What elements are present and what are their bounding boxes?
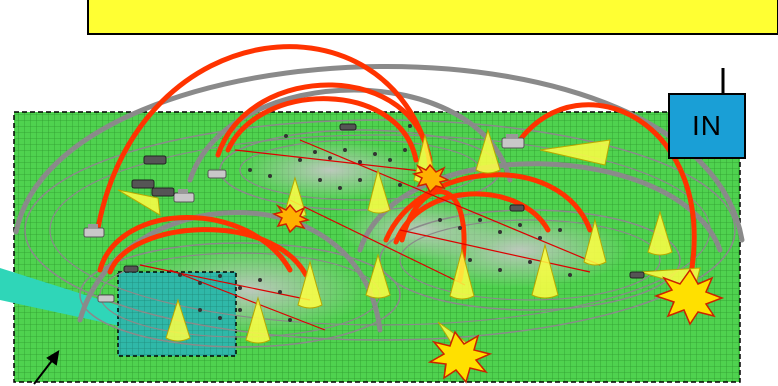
vehicle-icon — [207, 169, 227, 179]
sensor-cone-icon — [531, 243, 559, 299]
vehicle-icon — [501, 134, 525, 149]
vehicle-icon — [151, 187, 175, 197]
network-box-label: IN — [692, 110, 722, 141]
soldier-icon — [298, 158, 302, 162]
arrow-icon — [33, 350, 60, 385]
vehicle-icon — [131, 179, 155, 189]
explosion-icon — [653, 268, 725, 326]
explosion-icon — [427, 330, 493, 384]
sensor-cone-icon — [475, 128, 501, 174]
sensor-cone-icon — [539, 139, 611, 166]
network-box: IN — [668, 93, 746, 159]
vehicle-icon — [97, 294, 115, 303]
sensor-cone-icon — [647, 210, 673, 256]
vehicle-icon — [83, 224, 105, 238]
sensor-cone-icon — [117, 189, 161, 216]
sensor-cone-icon — [365, 253, 391, 299]
soldiers — [178, 124, 572, 322]
sensor-cone-icon — [165, 298, 191, 342]
vehicle-icon — [339, 123, 357, 131]
vehicle-icon — [173, 189, 195, 203]
vehicle-icon — [123, 265, 139, 273]
top-banner — [87, 0, 778, 35]
vehicles — [83, 123, 645, 303]
sensor-cone-icon — [449, 248, 475, 300]
explosions — [271, 163, 725, 384]
vehicle-icon — [143, 155, 167, 165]
sensor-cone-icon — [367, 168, 391, 214]
explosion-icon — [271, 203, 311, 234]
formation-lines — [139, 139, 601, 331]
sensor-cone-icon — [245, 296, 271, 344]
explosion-icon — [411, 163, 451, 194]
sensor-cone-icon — [297, 260, 323, 309]
vehicle-icon — [629, 271, 645, 279]
sensor-cone-icon — [583, 218, 607, 266]
vehicle-icon — [509, 204, 525, 212]
